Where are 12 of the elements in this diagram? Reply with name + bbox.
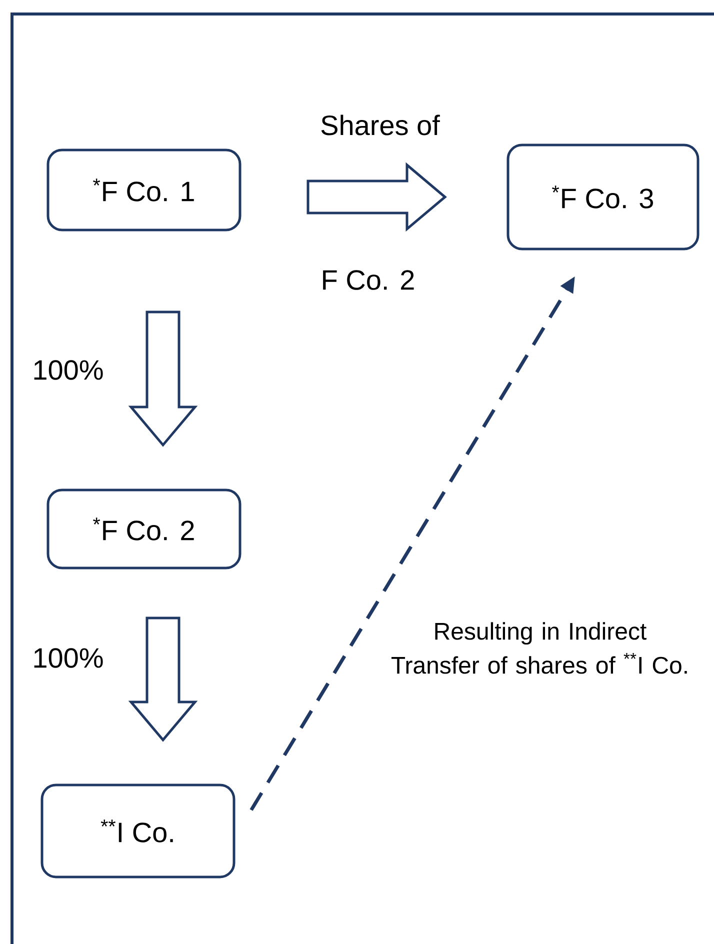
block-arrow <box>128 616 198 742</box>
company-box: $^{*}$F Co. 3 <box>506 144 700 250</box>
company-box: $^{**}$I Co. <box>40 784 236 878</box>
edge-label: Resulting in Indirect Transfer of shares of $^{**}$I Co. <box>391 622 687 674</box>
block-arrow <box>128 310 198 447</box>
arrow-label: Shares of <box>321 114 440 136</box>
block-arrow <box>306 162 447 232</box>
edge-label: 100% <box>34 360 103 380</box>
arrow-label: F Co. 2 <box>323 270 414 290</box>
company-box: $^{*}$F Co. 2 <box>46 488 242 570</box>
company-box: $^{*}$F Co. 1 <box>46 148 242 232</box>
edge-label: 100% <box>34 648 103 668</box>
